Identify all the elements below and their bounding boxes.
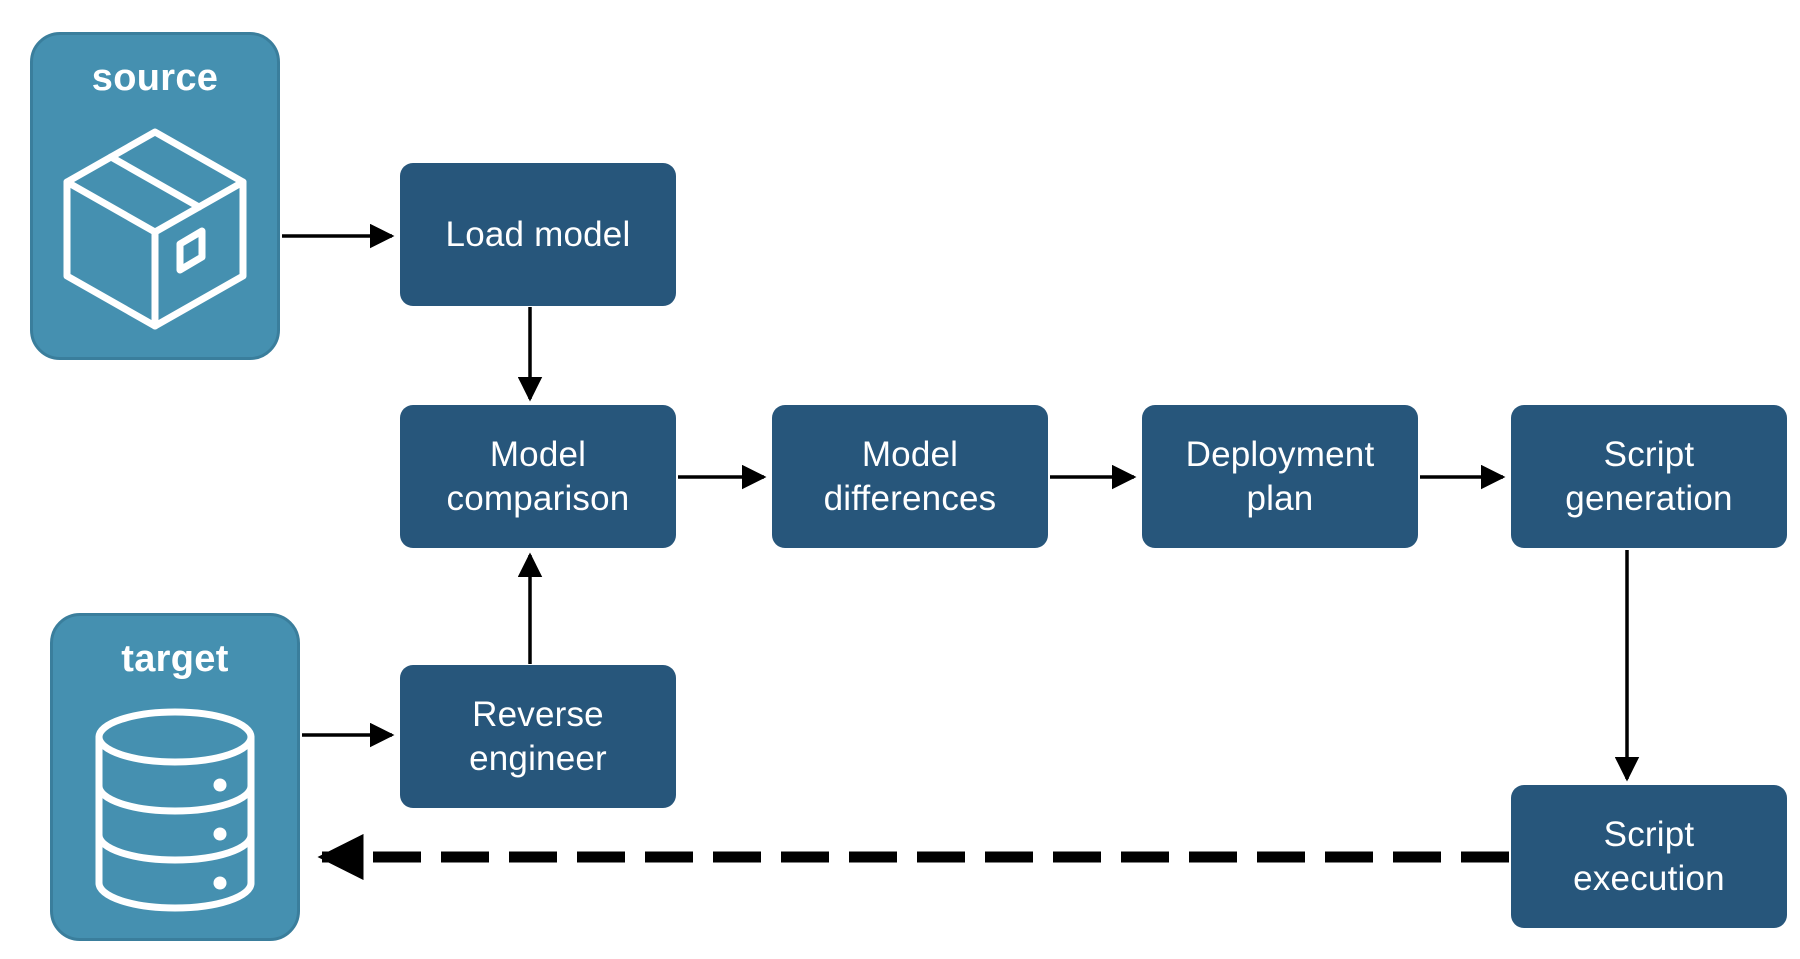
database-cylinder-icon — [53, 681, 297, 938]
endpoint-source[interactable]: source — [30, 32, 280, 360]
process-script-generation[interactable]: Script generation — [1511, 405, 1787, 548]
endpoint-source-label: source — [91, 57, 219, 99]
process-load-model-label: Load model — [445, 214, 631, 254]
process-reverse-engineer[interactable]: Reverse engineer — [400, 665, 676, 808]
process-reverse-engineer-label: Reverse engineer — [469, 694, 607, 778]
process-model-differences[interactable]: Model differences — [772, 405, 1048, 548]
process-load-model[interactable]: Load model — [400, 163, 676, 306]
endpoint-target[interactable]: target — [50, 613, 300, 941]
process-deployment-plan-label: Deployment plan — [1185, 434, 1375, 518]
endpoint-target-label: target — [121, 638, 229, 680]
process-script-generation-label: Script generation — [1565, 434, 1733, 518]
process-model-comparison-label: Model comparison — [446, 434, 630, 518]
package-box-icon — [33, 100, 277, 357]
process-script-execution-label: Script execution — [1573, 814, 1725, 898]
process-deployment-plan[interactable]: Deployment plan — [1142, 405, 1418, 548]
process-model-comparison[interactable]: Model comparison — [400, 405, 676, 548]
process-model-differences-label: Model differences — [823, 434, 997, 518]
process-script-execution[interactable]: Script execution — [1511, 785, 1787, 928]
